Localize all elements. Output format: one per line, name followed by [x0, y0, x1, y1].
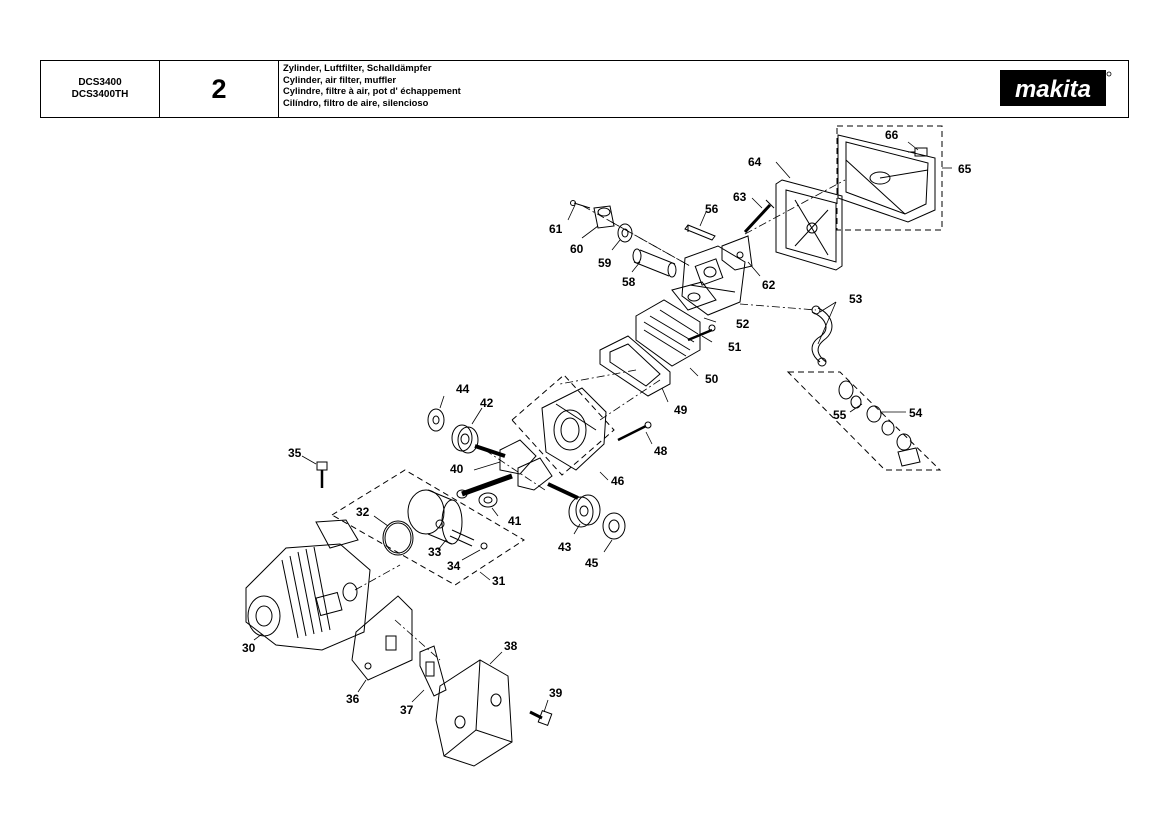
figure-number: 2	[160, 61, 279, 117]
part-label-63: 63	[733, 190, 747, 204]
title-de: Zylinder, Luftfilter, Schalldämpfer	[283, 62, 432, 73]
part-label-33: 33	[428, 545, 442, 559]
part-label-34: 34	[447, 559, 461, 573]
part-label-48: 48	[654, 444, 668, 458]
part-63-screw	[743, 199, 775, 234]
carburetor	[681, 245, 746, 316]
part-50-intake-manifold	[635, 299, 701, 367]
part-51-screw	[687, 324, 716, 342]
part-53-fuel-hose	[811, 305, 833, 367]
part-33-piston-pin	[449, 529, 475, 547]
part-label-53: 53	[849, 292, 863, 306]
part-40-crankshaft	[456, 439, 579, 500]
part-label-60: 60	[570, 242, 584, 256]
part-label-40: 40	[450, 462, 464, 476]
model-numbers: DCS3400 DCS3400TH	[41, 61, 160, 117]
part-32-piston-ring	[382, 520, 414, 556]
part-label-37: 37	[400, 703, 414, 717]
part-38-muffler	[435, 659, 513, 767]
part-43-bearing	[568, 494, 601, 528]
part-35-screw	[316, 461, 328, 488]
part-label-54: 54	[909, 406, 923, 420]
part-31-piston	[407, 489, 463, 545]
part-54-fuel-filter	[838, 380, 921, 467]
part-62-bracket	[721, 235, 753, 271]
part-label-41: 41	[508, 514, 522, 528]
part-label-50: 50	[705, 372, 719, 386]
piston-group-box	[331, 469, 525, 586]
part-61-screw	[570, 200, 591, 209]
part-58-tube	[632, 248, 677, 278]
group-box-outlines	[331, 125, 943, 586]
title-block: DCS3400 DCS3400TH 2 Zylinder, Luftfilter…	[40, 60, 1129, 118]
brand-text: makita	[1015, 76, 1091, 103]
part-label-58: 58	[622, 275, 636, 289]
leader-lines	[253, 141, 952, 713]
part-label-49: 49	[674, 403, 688, 417]
part-label-36: 36	[346, 692, 360, 706]
part-45-seal	[602, 512, 626, 540]
figure-titles: Zylinder, Luftfilter, Schalldämpfer Cyli…	[279, 61, 1128, 117]
part-59-ring	[617, 223, 633, 243]
part-label-55: 55	[833, 408, 847, 422]
part-label-61: 61	[549, 222, 563, 236]
part-label-62: 62	[762, 278, 776, 292]
part-46-crankcase	[541, 387, 607, 471]
part-36-heat-shield	[351, 595, 413, 681]
part-48-screw	[617, 421, 652, 442]
fuel-filter-group-box	[786, 371, 942, 471]
part-label-39: 39	[549, 686, 563, 700]
part-label-46: 46	[611, 474, 625, 488]
assembly-lines	[354, 179, 846, 661]
part-label-66: 66	[885, 128, 899, 142]
part-39-screw	[529, 710, 553, 726]
part-label-31: 31	[492, 574, 506, 588]
part-56-pin	[684, 224, 716, 241]
part-label-38: 38	[504, 639, 518, 653]
title-fr: Cylindre, filtre à air, pot d' échappeme…	[283, 85, 461, 97]
part-34-circlip	[480, 542, 488, 550]
part-52-gasket	[671, 281, 717, 311]
part-60-fitting	[593, 205, 615, 229]
air-filter-cover-group-box	[836, 125, 943, 231]
part-49-gasket	[599, 335, 671, 397]
part-label-43: 43	[558, 540, 572, 554]
part-label-52: 52	[736, 317, 750, 331]
title-en: Cylinder, air filter, muffler	[283, 73, 397, 85]
makita-logo: makita	[1000, 70, 1112, 106]
part-30-cylinder	[245, 519, 371, 651]
model-number: DCS3400	[78, 77, 122, 88]
part-41-needle-bearing	[478, 492, 498, 508]
part-label-44: 44	[456, 382, 470, 396]
part-label-56: 56	[705, 202, 719, 216]
part-65-air-filter-cover	[837, 134, 936, 223]
part-64-air-filter	[775, 179, 843, 271]
part-37-gasket	[419, 645, 447, 697]
part-label-59: 59	[598, 256, 612, 270]
part-label-65: 65	[958, 162, 972, 176]
model-number: DCS3400TH	[71, 89, 129, 100]
crankcase-group-box	[511, 374, 615, 476]
part-label-30: 30	[242, 641, 256, 655]
part-label-64: 64	[748, 155, 762, 169]
part-label-51: 51	[728, 340, 742, 354]
title-es: Cilíndro, filtro de aire, silencioso	[283, 96, 429, 108]
part-label-45: 45	[585, 556, 599, 570]
part-labels: 66 65 64 63 56 62 61 60 59 58 53 54 55 5…	[242, 128, 972, 717]
part-label-42: 42	[480, 396, 494, 410]
part-44-seal	[427, 408, 445, 432]
part-42-bearing	[451, 424, 479, 454]
part-label-35: 35	[288, 446, 302, 460]
part-label-32: 32	[356, 505, 370, 519]
